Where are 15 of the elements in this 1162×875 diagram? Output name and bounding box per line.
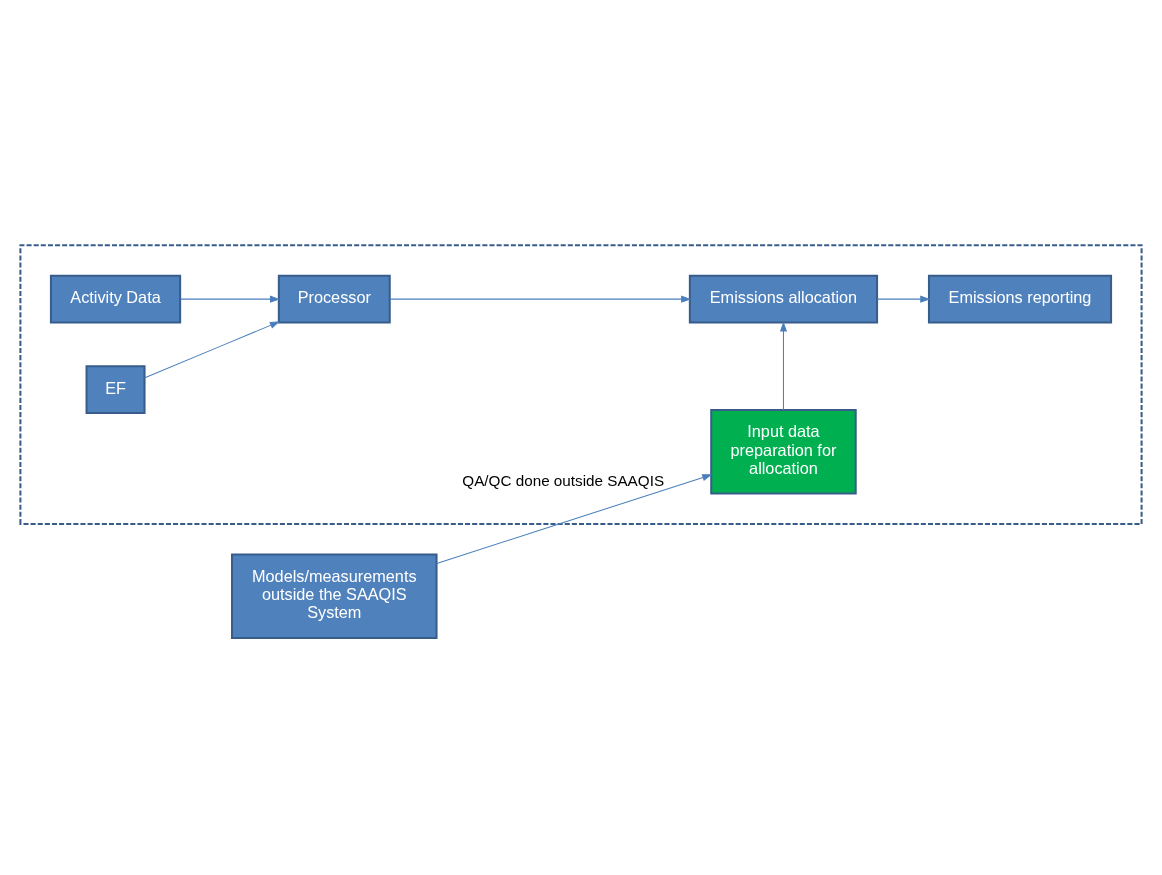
node-box: Models/measurements outside the SAAQIS System — [231, 553, 438, 639]
node-box: EF — [85, 365, 146, 415]
node-box: Processor — [277, 274, 391, 324]
arrow — [779, 321, 788, 411]
node-box: Emissions allocation — [688, 274, 879, 324]
arrow — [876, 295, 931, 303]
arrow — [179, 295, 281, 303]
arrow — [389, 295, 692, 303]
node-box: Activity Data — [49, 274, 182, 324]
cluster — [19, 244, 1143, 525]
arrow — [144, 321, 281, 379]
arrow — [436, 474, 713, 564]
edge-label: QA/QC done outside SAAQIS — [462, 472, 665, 490]
node-box: Emissions reporting — [927, 274, 1113, 324]
node-box: Input data preparation for allocation — [710, 409, 857, 495]
